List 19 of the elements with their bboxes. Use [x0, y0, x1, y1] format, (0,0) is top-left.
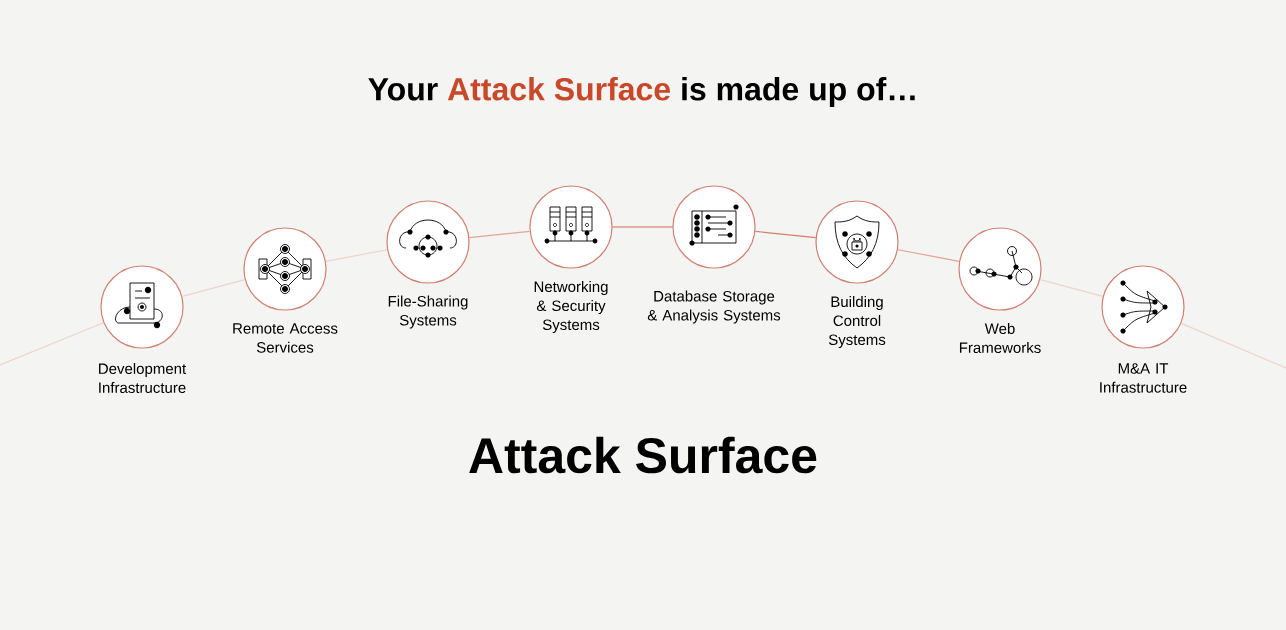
node-label: Remote Access Services — [233, 323, 338, 353]
heading: Attack Surface — [469, 436, 817, 474]
connector-line — [612, 226, 673, 228]
connector-line — [1180, 322, 1286, 369]
node-label: Database Storage & Analysis Systems — [647, 290, 781, 324]
connector-line — [897, 249, 960, 262]
title: Your Attack Surface is made up of… — [368, 77, 915, 107]
connector-line — [325, 249, 388, 262]
connector-line — [468, 230, 531, 239]
connector-line — [1039, 279, 1104, 297]
node-label: Networking & Security Systems — [534, 281, 608, 333]
connector-line — [754, 230, 817, 239]
connector-line — [0, 322, 105, 366]
node-label: File-Sharing Systems — [388, 295, 468, 329]
node-label: M&A IT Infrastructure — [1100, 363, 1187, 393]
node-label: Building Control Systems — [828, 296, 886, 348]
node-label: Development Infrastructure — [99, 363, 187, 393]
connector-line — [181, 279, 246, 297]
node-label: Web Frameworks — [960, 323, 1041, 353]
